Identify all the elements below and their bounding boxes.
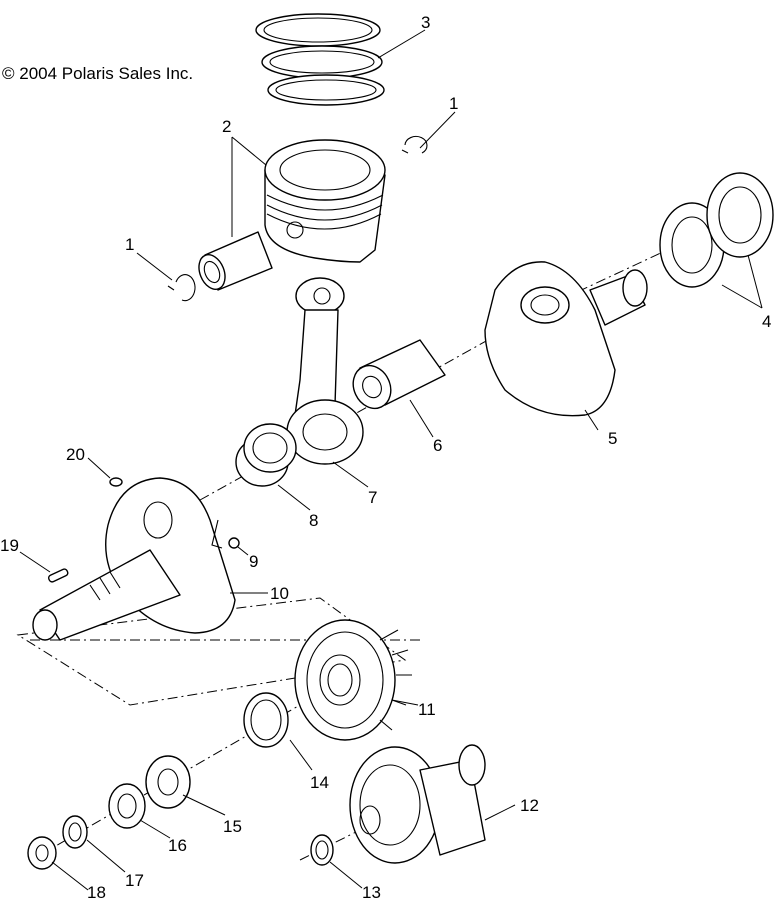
- callout-16: 16: [168, 836, 187, 855]
- ball-bearings: [659, 172, 774, 288]
- callout-8: 8: [309, 511, 319, 530]
- callout-5: 5: [608, 429, 618, 448]
- locator-wire-9: [211, 519, 223, 549]
- callout-6: 6: [433, 436, 443, 455]
- callout-13: 13: [362, 883, 381, 902]
- circlip-left: [167, 274, 196, 302]
- needle-bearing: [235, 423, 297, 487]
- gear-11: [294, 619, 412, 741]
- callout-17: 17: [125, 871, 144, 890]
- piston-pin: [198, 231, 273, 291]
- callout-10: 10: [270, 584, 289, 603]
- callout-19: 19: [0, 536, 19, 555]
- washer-17: [62, 815, 88, 849]
- callout-2: 2: [222, 117, 232, 136]
- callout-7: 7: [368, 488, 378, 507]
- callout-12: 12: [520, 796, 539, 815]
- callout-1-right: 1: [449, 94, 459, 113]
- piston-rings: [255, 13, 385, 106]
- crank-half-right: [484, 261, 648, 417]
- crank-pin: [352, 339, 446, 410]
- leader-lines: [19, 29, 763, 891]
- callout-18: 18: [87, 883, 106, 902]
- copyright-notice: © 2004 Polaris Sales Inc.: [2, 64, 194, 83]
- crank-half-left: [32, 477, 236, 641]
- callout-20: 20: [66, 445, 85, 464]
- callout-14: 14: [310, 773, 329, 792]
- callout-11: 11: [418, 700, 436, 719]
- balancer-gear-12: [349, 744, 486, 864]
- nut-16: [108, 783, 146, 829]
- washer-14: [243, 692, 289, 748]
- key-pin-20: [109, 477, 123, 487]
- callout-3: 3: [421, 13, 431, 32]
- key-pin-19: [47, 568, 69, 583]
- callout-15: 15: [223, 817, 242, 836]
- piston: [264, 139, 386, 263]
- callout-4: 4: [762, 312, 772, 331]
- circlip-13: [310, 834, 334, 866]
- circlip-right: [401, 135, 428, 154]
- callout-9: 9: [249, 552, 259, 571]
- nut-18: [27, 836, 57, 870]
- connecting-rod: [286, 277, 364, 465]
- ball-9: [228, 537, 240, 549]
- callout-1-left: 1: [125, 235, 135, 254]
- gear-15: [145, 755, 191, 809]
